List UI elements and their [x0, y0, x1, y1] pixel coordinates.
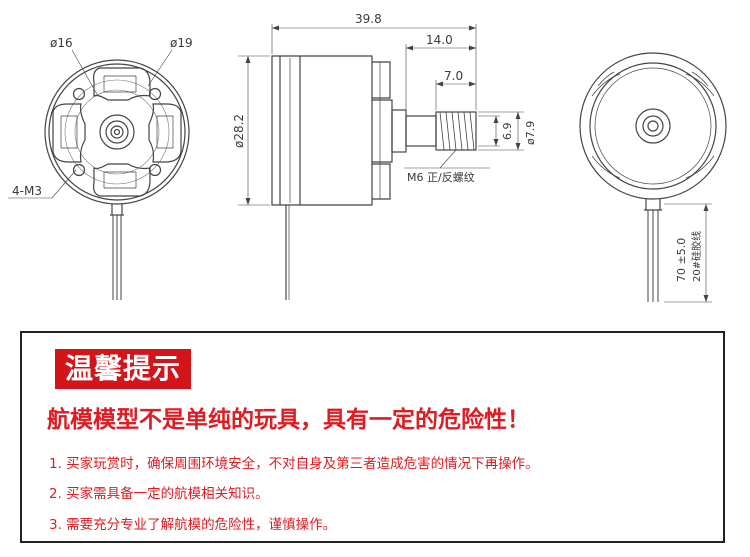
hole-19-label: ø19 — [170, 36, 193, 50]
lead-length-label: 70 ±5.0 — [675, 238, 688, 282]
motor-diameter-label: ø28.2 — [232, 114, 246, 148]
motor-side-view — [238, 24, 524, 300]
shaft-length-label: 14.0 — [426, 33, 453, 47]
hole-16-label: ø16 — [50, 36, 73, 50]
warning-notice-box: 温馨提示 航模模型不是单纯的玩具，具有一定的危险性！ 1. 买家玩赏时，确保周围… — [20, 331, 725, 543]
collar-diameter-label: ø7.9 — [524, 121, 537, 145]
mount-face-view — [8, 49, 190, 300]
notice-item-1: 1. 买家玩赏时，确保周围环境安全，不对自身及第三者造成危害的情况下再操作。 — [49, 456, 539, 472]
thread-length-label: 7.0 — [444, 69, 463, 83]
wire-spec-label: 20#硅胶线 — [690, 231, 703, 282]
thread-spec-label: M6 正/反螺纹 — [407, 170, 475, 184]
overall-length-label: 39.8 — [355, 12, 382, 26]
notice-item-3: 3. 需要充分专业了解航模的危险性，谨慎操作。 — [49, 517, 337, 533]
bell-top-view — [579, 52, 727, 303]
notice-item-2: 2. 买家需具备一定的航模相关知识。 — [49, 486, 269, 502]
motor-technical-drawing: ø16 ø19 4-M3 39.8 14.0 7.0 ø28.2 6.9 ø7.… — [8, 12, 727, 303]
mount-thread-label: 4-M3 — [12, 184, 42, 198]
notice-title: 温馨提示 — [55, 349, 192, 389]
notice-headline: 航模模型不是单纯的玩具，具有一定的危险性！ — [47, 407, 530, 433]
thread-diameter-label: 6.9 — [501, 123, 514, 141]
